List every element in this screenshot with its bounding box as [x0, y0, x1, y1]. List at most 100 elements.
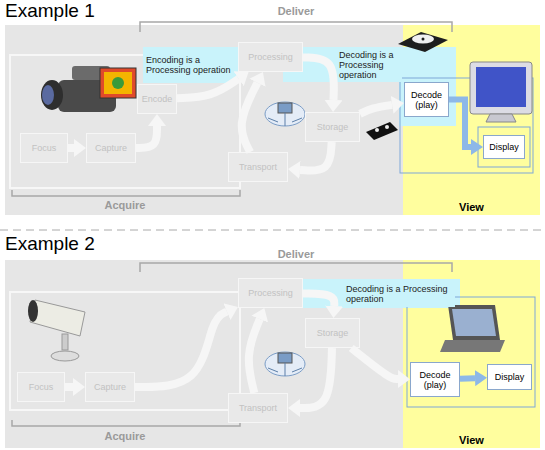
flow-arrow [303, 58, 334, 101]
process-box: Capture [85, 372, 135, 402]
icon-part [265, 352, 305, 376]
flow-arrow [360, 105, 392, 114]
processing-highlight [283, 279, 460, 308]
icon-part [486, 114, 516, 122]
stage-label: Deliver [266, 248, 326, 260]
icon-part [104, 72, 132, 94]
network-icon [265, 352, 305, 376]
tape-icon [366, 122, 398, 140]
acquire-outline [10, 292, 240, 410]
icon-part [366, 122, 398, 140]
icon-part [28, 300, 38, 322]
display-outline [478, 127, 530, 167]
display-box: Display [487, 364, 532, 390]
view-band: View Decode (play) Display [403, 25, 540, 215]
acquire-outline [10, 55, 240, 188]
flow-arrow [351, 348, 398, 379]
icon-part [412, 35, 434, 44]
process-box: Focus [17, 372, 65, 402]
node-text: Transport [239, 162, 277, 172]
icon-part [440, 340, 505, 352]
playback-arrow [460, 375, 475, 382]
icon-part [452, 309, 496, 336]
view-outline [407, 297, 535, 407]
node-text: Display [495, 372, 525, 382]
monitor-icon [470, 62, 532, 122]
display-box: Display [483, 135, 525, 159]
node-text: Focus [29, 382, 54, 392]
callout-note: Encoding is a Processing operation [143, 47, 238, 83]
playback-box: Decode (play) [410, 362, 460, 397]
icon-part [112, 77, 124, 89]
view-band: View Decode (play) Display [403, 260, 540, 448]
icon-part [278, 353, 292, 363]
node-text: View [403, 201, 540, 213]
flow-arrow [300, 348, 332, 408]
flow-arrow [249, 319, 260, 393]
node-text: Processing [248, 288, 293, 298]
camcorder-icon [41, 66, 136, 112]
process-box: Transport [228, 152, 288, 182]
separator-line [0, 230, 545, 231]
flow-arrow [135, 312, 227, 387]
acquire-bracket [12, 420, 240, 426]
callout-note: Decoding is a Processing operation [343, 280, 455, 307]
icon-part [278, 103, 292, 113]
node-text: Storage [317, 122, 349, 132]
process-box: Storage [305, 318, 360, 348]
node-text: Encoding is a Processing operation [146, 55, 235, 75]
connector-group [65, 58, 475, 408]
process-box: Processing [238, 42, 303, 72]
stage-label: Acquire [95, 199, 155, 211]
laptop-icon [440, 305, 505, 352]
stage-label: Acquire [95, 430, 155, 442]
icon-part [265, 102, 305, 126]
process-box: Capture [86, 133, 136, 163]
flow-arrow [303, 294, 334, 307]
icon-part [422, 38, 425, 41]
process-box: Focus [20, 133, 68, 163]
dvd-player-icon [398, 32, 448, 52]
icon-part [42, 85, 54, 105]
playback-arrow [449, 100, 471, 148]
icon-part [100, 68, 136, 98]
flow-arrow [242, 83, 258, 152]
example-title: Example 2 [5, 233, 95, 255]
node-text: Storage [317, 328, 349, 338]
node-text: Decode (play) [406, 90, 447, 110]
icon-part [375, 128, 379, 132]
icon-part [476, 67, 526, 107]
icon-part [470, 62, 532, 114]
example-panel [5, 25, 540, 215]
playback-box: Decode (play) [404, 82, 449, 117]
process-box: Processing [238, 278, 303, 308]
node-text: Encode [142, 94, 173, 104]
process-box: Transport [228, 393, 288, 423]
icon-part [448, 305, 500, 340]
processing-highlight [143, 47, 238, 83]
icon-part [62, 334, 68, 350]
node-text: View [403, 434, 540, 446]
node-text: Transport [239, 403, 277, 413]
node-text: Decode (play) [412, 370, 458, 390]
stage-label: Deliver [266, 5, 326, 17]
example-panel [5, 260, 540, 448]
icon-part [51, 351, 79, 361]
network-icon [265, 102, 305, 126]
icon-part [268, 363, 302, 376]
icon-part [268, 113, 302, 126]
node-text: Processing [248, 52, 293, 62]
process-box: Encode [137, 84, 177, 114]
process-box: Storage [305, 112, 360, 142]
flow-arrow [136, 126, 157, 148]
deliver-bracket [140, 263, 452, 272]
icon-part [398, 32, 448, 52]
flow-arrow [68, 144, 74, 152]
node-text: Decoding is a Processing operation [346, 284, 452, 304]
node-text: Decoding is a Processing operation [339, 50, 399, 80]
icon-part [41, 80, 63, 110]
security-camera-icon [28, 300, 85, 361]
example-title: Example 1 [5, 0, 95, 22]
deliver-bracket [140, 22, 452, 32]
acquire-bracket [12, 190, 240, 196]
